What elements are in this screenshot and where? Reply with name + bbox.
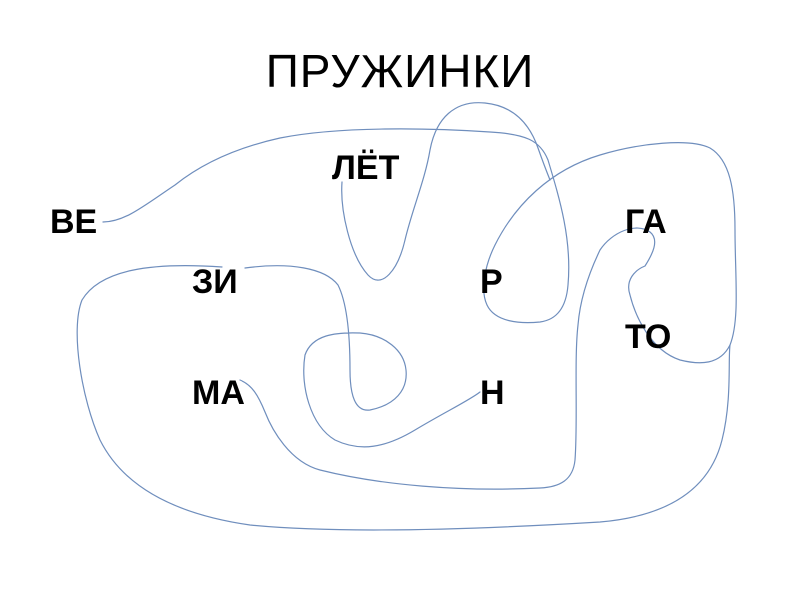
syllable-n: Н (480, 374, 505, 412)
syllable-r: Р (480, 263, 503, 301)
curve-zi-n (76, 265, 731, 531)
curve-lyot-loop (341, 102, 551, 281)
syllable-to: ТО (625, 318, 672, 356)
syllable-ga: ГА (625, 203, 667, 241)
syllable-zi: ЗИ (192, 263, 238, 301)
slide-title: ПРУЖИНКИ (265, 45, 535, 97)
syllable-ve: ВЕ (50, 203, 98, 241)
curve-ve-lyot (102, 128, 737, 490)
curve-spiral-n (244, 265, 481, 448)
syllable-ma: МА (192, 374, 245, 412)
syllable-lyot: ЛЁТ (332, 149, 400, 187)
